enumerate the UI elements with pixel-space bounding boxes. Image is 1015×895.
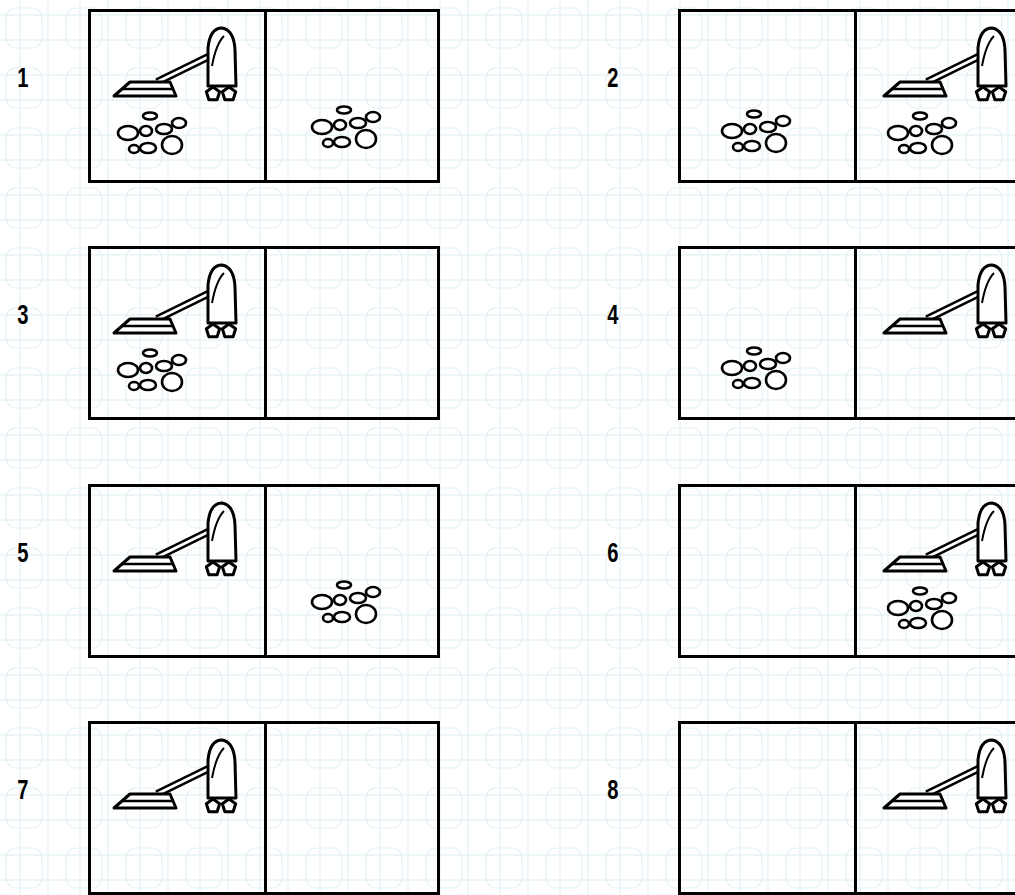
state-box: 2 (678, 9, 1015, 183)
cell-divider (854, 724, 857, 892)
dirt-icon (312, 582, 380, 624)
cell-divider (854, 487, 857, 655)
vacuum-icon (884, 28, 1006, 100)
state-number: 4 (608, 299, 619, 331)
state-number: 5 (18, 537, 29, 569)
state-box: 5 (88, 484, 440, 658)
state-box: 8 (678, 721, 1015, 895)
state-box: 3 (88, 246, 440, 420)
vacuum-icon (884, 740, 1006, 812)
state-box: 1 (88, 9, 440, 183)
vacuum-icon (114, 740, 236, 812)
cell-divider (854, 12, 857, 180)
state-box: 4 (678, 246, 1015, 420)
vacuum-icon (114, 28, 236, 100)
vacuum-icon (114, 503, 236, 575)
state-number: 8 (608, 774, 619, 806)
dirt-icon (888, 588, 956, 630)
cell-divider (264, 12, 267, 180)
state-number: 6 (608, 537, 619, 569)
cell-divider (264, 487, 267, 655)
state-number: 1 (18, 62, 29, 94)
dirt-icon (118, 350, 186, 392)
cell-divider (264, 724, 267, 892)
dirt-icon (312, 107, 380, 149)
dirt-icon (722, 111, 790, 153)
state-box: 6 (678, 484, 1015, 658)
dirt-icon (722, 348, 790, 390)
dirt-icon (118, 113, 186, 155)
cell-divider (264, 249, 267, 417)
state-number: 3 (18, 299, 29, 331)
cell-divider (854, 249, 857, 417)
state-number: 7 (18, 774, 29, 806)
vacuum-icon (884, 265, 1006, 337)
dirt-icon (888, 113, 956, 155)
vacuum-icon (114, 265, 236, 337)
vacuum-icon (884, 503, 1006, 575)
state-number: 2 (608, 62, 619, 94)
state-box: 7 (88, 721, 440, 895)
